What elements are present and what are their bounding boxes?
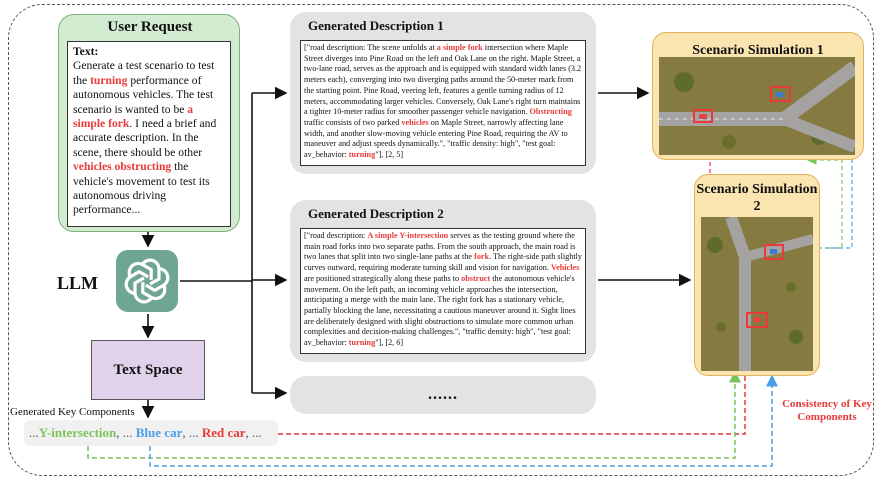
- generated-description-1-card: Generated Description 1 ["road descripti…: [290, 12, 596, 174]
- text-run: are positioned strategically along these…: [304, 273, 462, 283]
- highlighted-text: fork: [474, 252, 490, 262]
- highlighted-text: Vehicles: [550, 263, 580, 273]
- key-components-bar: ...Y-intersection, ... Blue car, ... Red…: [24, 420, 278, 446]
- text-run: traffic consists of two parked: [304, 117, 402, 127]
- simulation-title: Scenario Simulation 1: [692, 43, 824, 58]
- highlighted-text: vehicles: [401, 117, 429, 127]
- key-component-red: Red car: [201, 425, 246, 440]
- consistency-label: Consistency of Key Components: [782, 398, 872, 423]
- simulation-2-image: [701, 217, 813, 371]
- highlighted-text: a simple fork: [73, 102, 194, 131]
- highlighted-text: turning: [348, 338, 376, 348]
- text-space-box: Text Space: [91, 340, 205, 400]
- text-run: intersection where Maple Street diverges…: [304, 43, 582, 117]
- highlighted-text: Obstructing: [529, 107, 572, 117]
- text-run: . The right-side path slightly curves ou…: [304, 252, 582, 273]
- text-run: serves as the testing ground where the m…: [304, 231, 576, 262]
- key-component-blue: Blue car: [135, 425, 183, 440]
- text-run: the autonomous vehicle's movement. On th…: [304, 273, 576, 348]
- llm-label: LLM: [57, 273, 99, 293]
- description-title: Generated Description 1: [308, 18, 444, 33]
- outer-dashed-frame: [8, 4, 874, 476]
- red-car-marker: [764, 244, 784, 260]
- scenario-simulation-2-card: Scenario Simulation 2: [694, 174, 820, 376]
- generated-description-2-card: Generated Description 2 ["road descripti…: [290, 200, 596, 362]
- separator-text: , ...: [182, 425, 202, 440]
- simulation-1-image: [659, 57, 855, 155]
- description-1-text: ["road description: The scene unfolds at…: [300, 40, 586, 166]
- text-run: on Maple Street, narrowly affecting lane…: [304, 117, 568, 160]
- blue-consistency-line: [149, 374, 778, 467]
- blue-sim-link: [783, 96, 853, 249]
- openai-logo-icon: [116, 250, 178, 312]
- red-car-marker: [746, 312, 768, 328]
- red-consistency-line: [278, 318, 751, 435]
- highlighted-text: a simple fork: [436, 43, 483, 52]
- description-2-text: ["road description: A simple Y-intersect…: [300, 228, 586, 354]
- green-sim-link: [806, 155, 843, 249]
- text-run: "], [2, 5]: [375, 150, 404, 160]
- highlighted-text: A simple Y-intersection: [367, 231, 449, 240]
- highlighted-text: obstruct: [461, 273, 491, 283]
- text-run: ["road description: The scene unfolds at: [304, 43, 437, 52]
- simulation-title: Scenario Simulation 2: [696, 182, 818, 214]
- red-car-marker: [770, 86, 791, 102]
- user-request-body: Generate a test scenario to test the tur…: [73, 59, 225, 217]
- text-run: "], [2, 6]: [375, 338, 404, 348]
- user-request-title: User Request: [107, 19, 193, 35]
- text-run: Generate a test scenario to test the: [73, 59, 215, 87]
- separator-text: , ...: [245, 425, 262, 440]
- text-run: ["road description:: [304, 231, 368, 240]
- separator-text: , ...: [116, 425, 136, 440]
- description-title: Generated Description 2: [308, 206, 444, 221]
- more-descriptions-ellipsis: ......: [290, 376, 596, 414]
- highlighted-text: turning: [90, 73, 128, 87]
- scenario-simulation-1-card: Scenario Simulation 1: [652, 32, 864, 160]
- user-request-text-box: Text: Generate a test scenario to test t…: [67, 41, 231, 227]
- highlighted-text: turning: [348, 150, 376, 160]
- separator-text: ...: [29, 425, 39, 440]
- user-request-card: User Request Text: Generate a test scena…: [58, 14, 240, 232]
- text-label: Text:: [73, 45, 99, 58]
- text-run: performance of autonomous vehicles. The …: [73, 73, 214, 116]
- text-run: the vehicle's movement to test its auton…: [73, 160, 210, 217]
- red-car-marker: [693, 109, 713, 123]
- highlighted-text: vehicles obstructing: [73, 160, 172, 174]
- text-run: . I need a brief and accurate descriptio…: [73, 117, 217, 159]
- key-component-green: Y-intersection: [38, 425, 117, 440]
- generated-key-components-label: Generated Key Components: [10, 406, 135, 418]
